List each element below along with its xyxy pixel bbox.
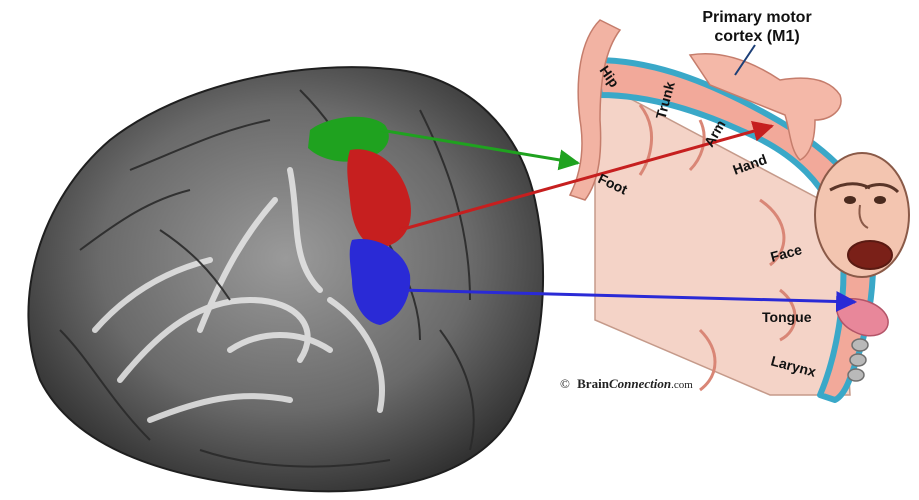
brain-folds	[92, 167, 385, 423]
copyright-brand-a: Brain	[577, 376, 610, 391]
arm-activation-region	[347, 149, 411, 248]
brain-rendering	[27, 66, 544, 493]
arm-arrow	[399, 120, 775, 232]
copyright-symbol: ©	[560, 376, 570, 391]
homunculus-arm	[688, 53, 842, 161]
homunculus-larynx	[847, 338, 869, 382]
brain-surface	[27, 66, 544, 493]
m1-pointer-line	[734, 44, 756, 76]
leg-arrow	[379, 128, 581, 171]
copyright-text: © BrainConnection.com	[560, 376, 693, 391]
m1-title-line2: cortex (M1)	[714, 28, 799, 45]
face-arrow	[399, 288, 858, 312]
copyright-brand-c: .com	[671, 379, 693, 391]
copyright-brand-b: Connection	[609, 376, 671, 391]
homunculus-head	[814, 152, 910, 278]
homunculus-mouth	[847, 240, 893, 270]
mapping-arrows	[379, 120, 858, 312]
homunculus-leg	[568, 19, 622, 201]
face-activation-region	[349, 239, 411, 325]
cortex-folds	[638, 104, 797, 392]
m1-title-line1: Primary motor	[702, 9, 811, 26]
leg-activation-region	[308, 116, 389, 162]
label-tongue: Tongue	[762, 309, 812, 325]
